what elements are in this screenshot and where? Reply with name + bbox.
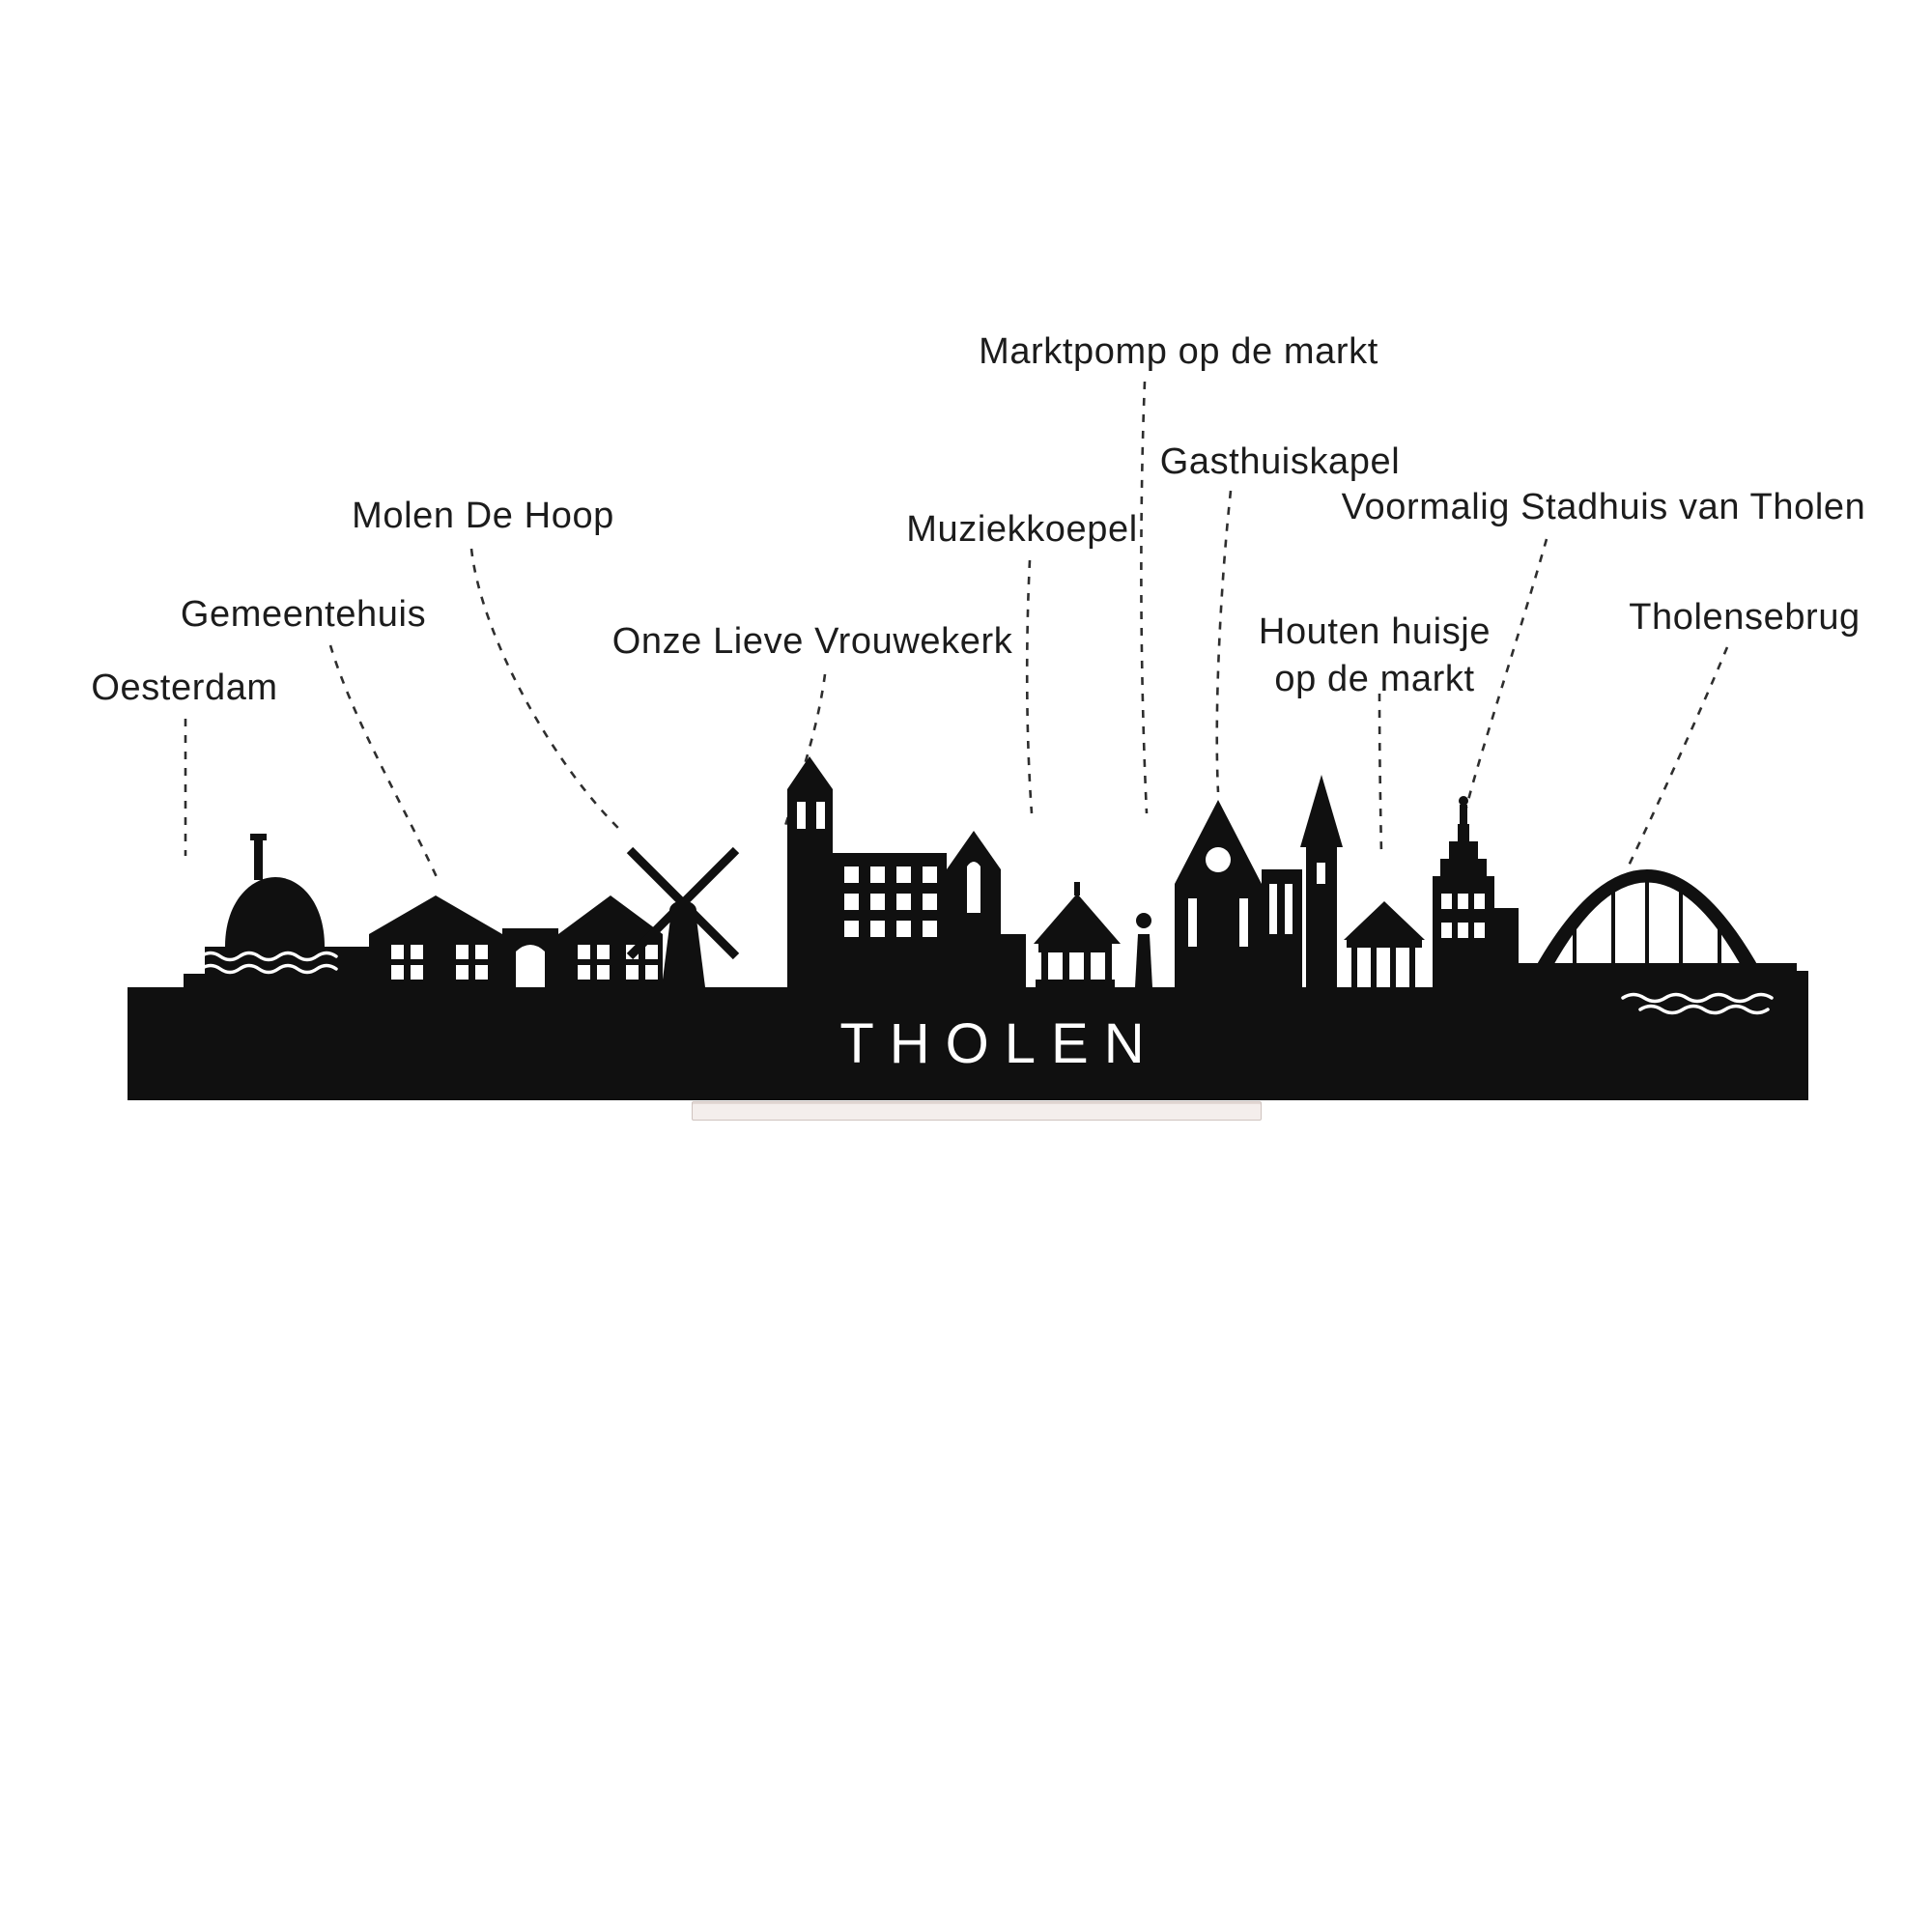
building-molen-de-hoop bbox=[626, 846, 740, 987]
label-muziekkoepel: Muziekkoepel bbox=[906, 509, 1138, 550]
label-oesterdam: Oesterdam bbox=[91, 668, 278, 708]
building-marktpomp bbox=[1135, 913, 1152, 987]
label-houten-huisje-line1: Houten huisje bbox=[1258, 611, 1492, 652]
label-tholensebrug: Tholensebrug bbox=[1629, 597, 1861, 638]
label-gemeentehuis: Gemeentehuis bbox=[180, 594, 427, 635]
leader-line-gasthuiskapel bbox=[1215, 490, 1233, 793]
label-gasthuiskapel: Gasthuiskapel bbox=[1159, 441, 1401, 482]
label-houten-huisje: Houten huisje op de markt bbox=[1259, 609, 1491, 702]
building-gemeentehuis bbox=[369, 895, 663, 987]
skyline-base bbox=[128, 987, 1808, 1100]
display-stand bbox=[692, 1101, 1262, 1121]
label-molen-de-hoop: Molen De Hoop bbox=[352, 496, 614, 536]
building-gasthuiskapel bbox=[1175, 800, 1302, 987]
building-tholensebrug bbox=[1519, 869, 1808, 1015]
building-muziekkoepel bbox=[1034, 882, 1121, 987]
city-name-cutout: THOLEN bbox=[839, 1012, 1159, 1075]
building-houten-huisje bbox=[1344, 901, 1425, 987]
label-onze-lieve-vrouwekerk: Onze Lieve Vrouwekerk bbox=[611, 621, 1013, 662]
building-spired-tower bbox=[1300, 775, 1343, 987]
building-onze-lieve-vrouwekerk bbox=[787, 756, 1026, 987]
label-marktpomp: Marktpomp op de markt bbox=[979, 331, 1378, 372]
skyline-silhouette: THOLEN bbox=[128, 756, 1808, 1100]
label-houten-huisje-line2: op de markt bbox=[1274, 658, 1475, 699]
label-voormalig-stadhuis: Voormalig Stadhuis van Tholen bbox=[1341, 487, 1866, 527]
building-voormalig-stadhuis bbox=[1433, 796, 1519, 987]
